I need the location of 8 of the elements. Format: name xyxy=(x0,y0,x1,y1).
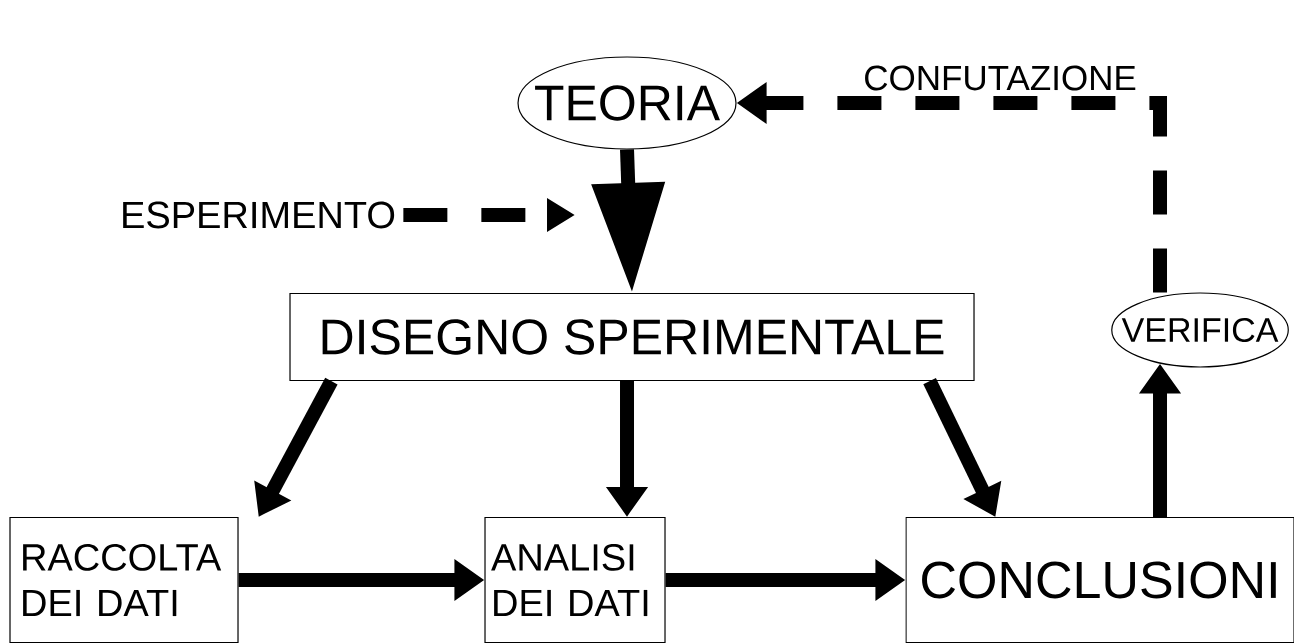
ellipse-node: VERIFICA xyxy=(1111,292,1289,368)
process-box: ANALISI DEI DATI xyxy=(484,516,666,643)
process-box: CONCLUSIONI xyxy=(905,516,1294,643)
edge-label: CONFUTAZIONE xyxy=(861,63,1139,93)
ellipse-node: TEORIA xyxy=(517,56,737,150)
process-box: DISEGNO SPERIMENTALE xyxy=(289,292,975,382)
process-box: RACCOLTA DEI DATI xyxy=(9,516,239,643)
bare-text: ESPERIMENTO xyxy=(123,201,395,229)
